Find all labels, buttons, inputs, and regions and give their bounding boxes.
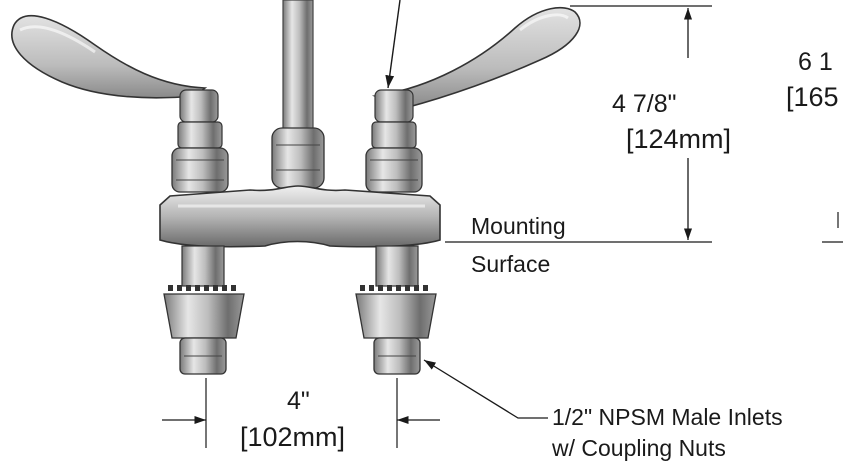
coupling-nuts-label: w/ Coupling Nuts	[552, 435, 726, 461]
inlets-leader-arrow	[423, 359, 548, 419]
handle-height-dimension	[570, 5, 712, 240]
mounting-surface-line	[445, 212, 843, 243]
mounting-label: Mounting	[471, 213, 566, 239]
left-handle	[11, 15, 219, 123]
spout-tube	[282, 0, 314, 131]
faucet-body	[159, 185, 441, 248]
spout-nut	[271, 127, 325, 189]
left-valve-stem	[171, 121, 229, 193]
overall-height-metric: [165	[786, 82, 839, 112]
inlets-label: 1/2" NPSM Male Inlets	[552, 404, 783, 430]
handle-leader-arrow	[385, 0, 401, 89]
inlet-spacing-metric: [102mm]	[240, 422, 346, 452]
right-handle	[371, 6, 581, 123]
inlet-spacing-dimension	[162, 378, 440, 448]
surface-label: Surface	[471, 251, 551, 277]
inlet-spacing-imperial: 4"	[287, 387, 310, 415]
handle-height-metric: [124mm]	[626, 124, 732, 154]
handle-height-imperial: 4 7/8"	[612, 90, 677, 118]
right-valve-stem	[365, 121, 423, 193]
overall-height-imperial: 6 1	[798, 48, 833, 76]
right-shank	[355, 245, 437, 375]
left-shank	[163, 245, 245, 375]
